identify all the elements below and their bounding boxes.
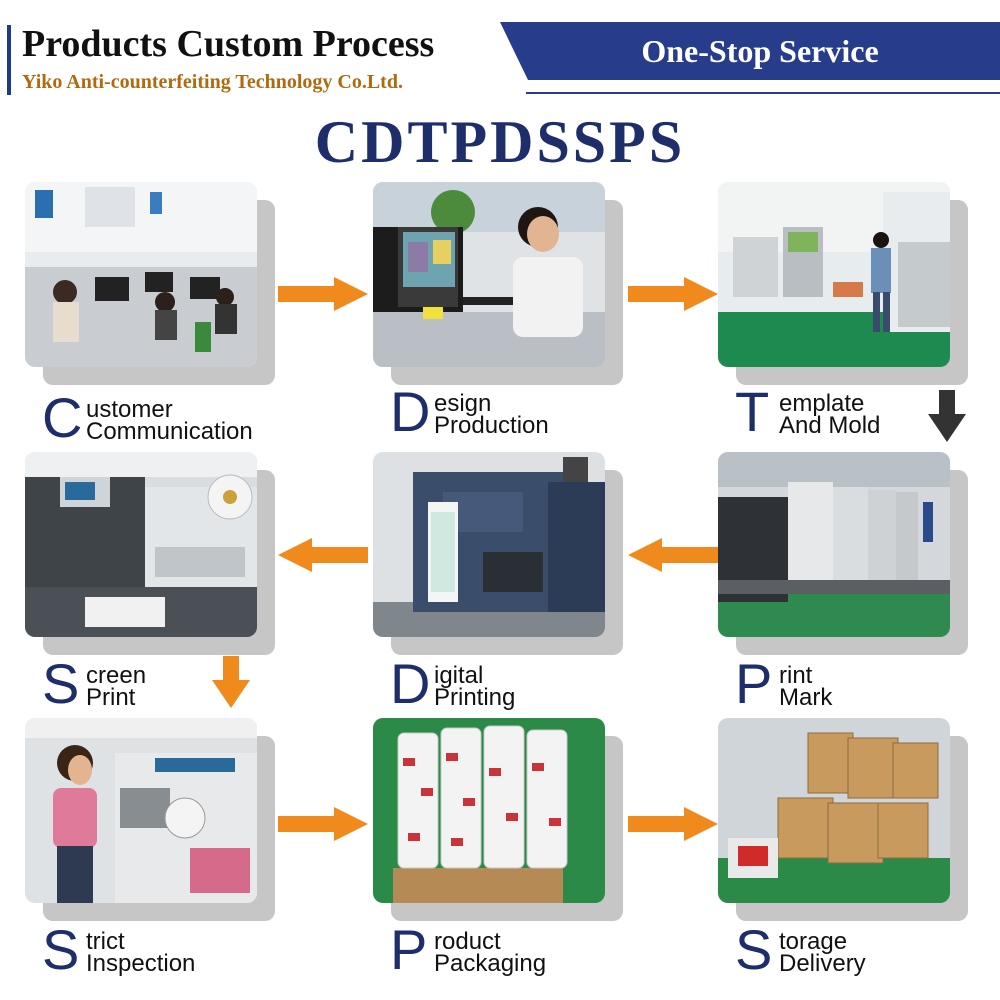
plate-making-room-photo bbox=[718, 182, 950, 367]
step-4-line1: rint bbox=[779, 662, 813, 689]
step-3-label: T emplate And Mold bbox=[735, 382, 935, 448]
step-7-initial: S bbox=[42, 918, 80, 981]
step-4-initial: P bbox=[735, 652, 773, 715]
step-9-label: S torage Delivery bbox=[735, 920, 935, 986]
carton-boxes-photo bbox=[718, 718, 950, 903]
step-8-tile bbox=[373, 718, 623, 921]
step-3-line2: And Mold bbox=[779, 412, 881, 439]
arrow-left-icon bbox=[628, 538, 718, 572]
step-5-label: D igital Printing bbox=[390, 654, 590, 720]
page-title: Products Custom Process bbox=[22, 23, 435, 65]
step-6-label: S creen Print bbox=[42, 654, 242, 720]
step-6-line2: Print bbox=[86, 684, 136, 711]
step-5-initial: D bbox=[390, 652, 431, 715]
process-acronym: CDTPDSSPS bbox=[314, 109, 686, 175]
step-5-tile bbox=[373, 452, 623, 655]
step-6-line1: creen bbox=[86, 662, 147, 689]
step-9-line1: torage bbox=[779, 928, 848, 955]
step-3-tile bbox=[718, 182, 968, 385]
digital-label-press-photo bbox=[373, 452, 605, 637]
step-7-tile bbox=[25, 718, 275, 921]
company-name: Yiko Anti-counterfeiting Technology Co.L… bbox=[22, 71, 403, 93]
step-7-line1: trict bbox=[86, 928, 125, 955]
step-4-tile bbox=[718, 452, 968, 655]
step-7-line2: Inspection bbox=[86, 950, 196, 977]
arrow-right-icon bbox=[628, 807, 718, 841]
arrow-left-icon bbox=[278, 538, 368, 572]
designer-at-computer-photo bbox=[373, 182, 605, 367]
label-rolls-photo bbox=[373, 718, 605, 903]
step-4-line2: Mark bbox=[779, 684, 833, 711]
step-7-label: S trict Inspection bbox=[42, 920, 242, 986]
step-8-line1: roduct bbox=[434, 928, 501, 955]
inspection-machine-photo bbox=[25, 718, 257, 903]
arrow-right-icon bbox=[278, 277, 368, 311]
step-1-label: C ustomer Communication bbox=[42, 388, 282, 454]
screen-print-machine-photo bbox=[25, 452, 257, 637]
step-8-label: P roduct Packaging bbox=[390, 920, 590, 986]
step-5-line2: Printing bbox=[434, 684, 516, 711]
office-workstations-photo bbox=[25, 182, 257, 367]
step-9-initial: S bbox=[735, 918, 773, 981]
banner-underline bbox=[526, 92, 1000, 94]
arrow-down-icon bbox=[928, 390, 966, 442]
step-2-line1: esign bbox=[434, 390, 492, 417]
step-2-line2: Production bbox=[434, 412, 549, 439]
arrow-down-icon bbox=[212, 656, 250, 708]
step-3-initial: T bbox=[735, 380, 770, 443]
step-1-tile bbox=[25, 182, 275, 385]
arrow-right-icon bbox=[278, 807, 368, 841]
step-9-tile bbox=[718, 718, 968, 921]
step-1-initial: C bbox=[42, 386, 83, 449]
step-3-line1: emplate bbox=[779, 390, 865, 417]
step-1-line2: Communication bbox=[86, 418, 253, 445]
header-accent-bar bbox=[7, 25, 11, 95]
offset-press-line-photo bbox=[718, 452, 950, 637]
step-4-label: P rint Mark bbox=[735, 654, 935, 720]
step-8-line2: Packaging bbox=[434, 950, 547, 977]
step-2-label: D esign Production bbox=[390, 382, 590, 448]
arrow-right-icon bbox=[628, 277, 718, 311]
step-2-initial: D bbox=[390, 380, 431, 443]
step-6-initial: S bbox=[42, 652, 80, 715]
step-1-line1: ustomer bbox=[86, 396, 173, 423]
service-banner: One-Stop Service bbox=[500, 22, 1000, 80]
step-9-line2: Delivery bbox=[779, 950, 866, 977]
step-2-tile bbox=[373, 182, 623, 385]
step-8-initial: P bbox=[390, 918, 428, 981]
step-5-line1: igital bbox=[434, 662, 484, 689]
step-6-tile bbox=[25, 452, 275, 655]
banner-text: One-Stop Service bbox=[641, 32, 879, 69]
